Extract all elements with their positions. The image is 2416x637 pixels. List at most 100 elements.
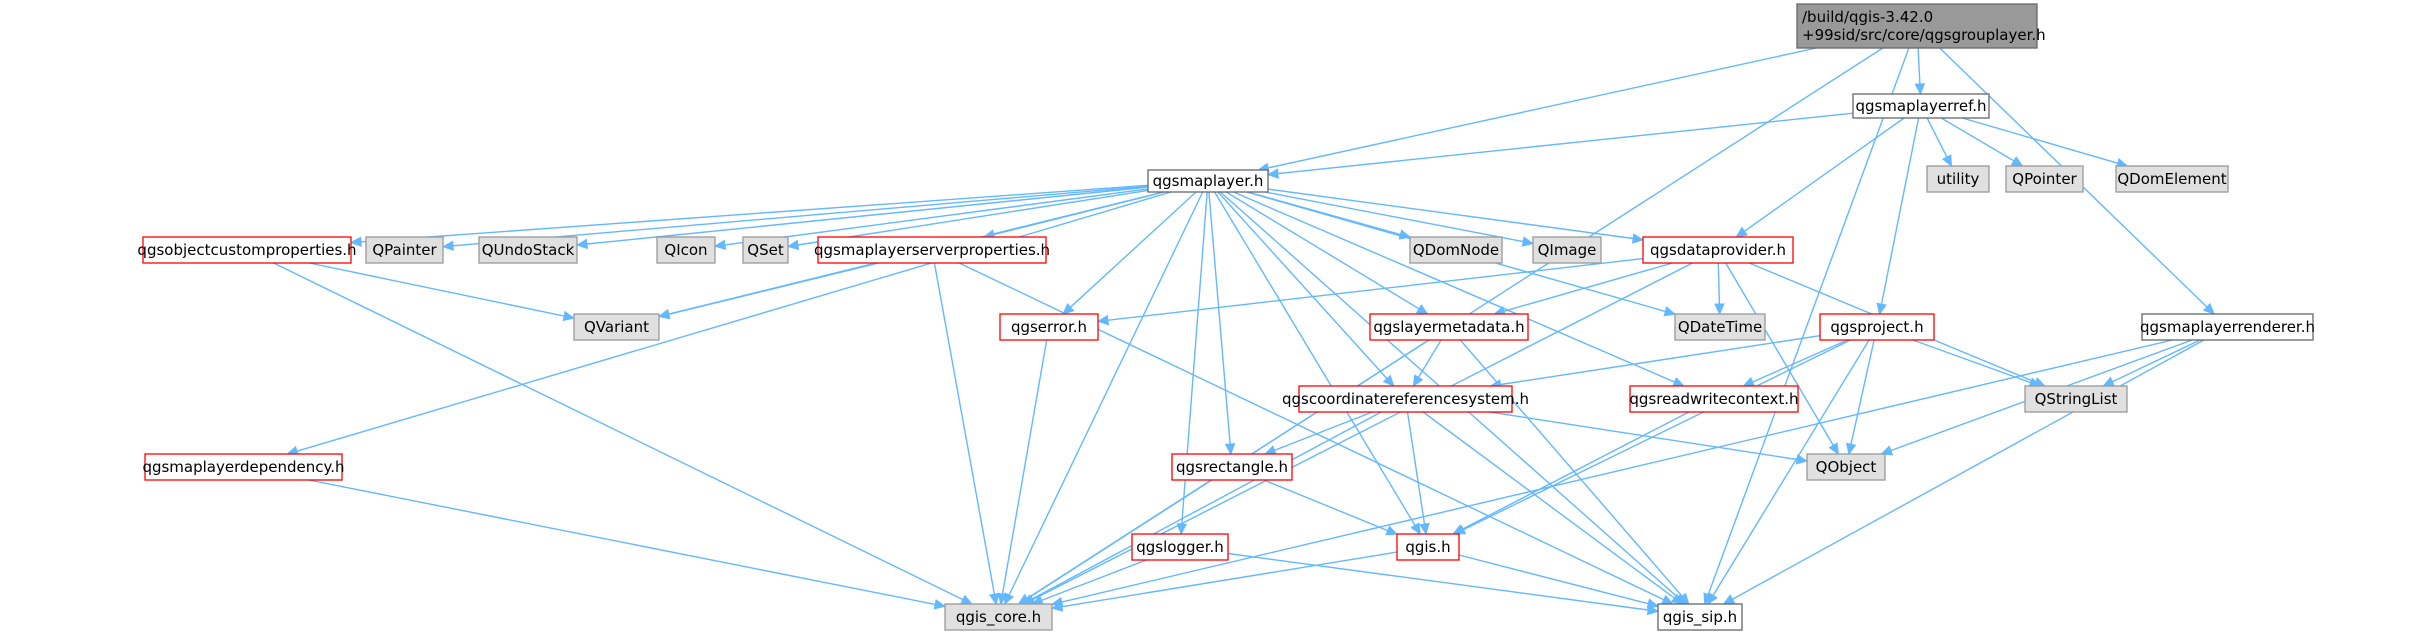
edge-line [1277, 112, 1854, 175]
node-label: qgis_core.h [956, 608, 1041, 627]
node-serverprops[interactable]: qgsmaplayerserverproperties.h [814, 236, 1050, 264]
node-project[interactable]: qgsproject.h [1819, 313, 1935, 341]
edge-rectangle-to-core [1017, 479, 1213, 605]
arrowhead [1050, 601, 1064, 612]
edge-line [1008, 191, 1204, 596]
node-box[interactable] [1657, 603, 1743, 631]
node-label: QDomNode [1413, 241, 1499, 259]
node-box [2115, 165, 2229, 193]
node-box[interactable] [1642, 236, 1794, 264]
arrowhead [1795, 454, 1809, 465]
node-maplayerref[interactable]: qgsmaplayerref.h [1852, 93, 1990, 119]
node-crs[interactable]: qgscoordinatereferencesystem.h [1282, 385, 1529, 413]
node-box [1926, 165, 1990, 193]
edge-root-to-maplayerref [1914, 47, 1926, 96]
edge-line [1725, 262, 1834, 446]
edge-line [1001, 339, 1048, 595]
nodes-layer: /build/qgis-3.42.0+99sid/src/core/qgsgro… [137, 3, 2315, 631]
node-objcustprops[interactable]: qgsobjectcustomproperties.h [137, 236, 357, 264]
node-qgis[interactable]: qgis.h [1396, 533, 1460, 561]
arrowhead [1661, 594, 1674, 605]
node-rwcontext[interactable]: qgsreadwritecontext.h [1629, 385, 1799, 413]
node-qicon: QIcon [656, 236, 716, 264]
edge-line [1217, 191, 1388, 380]
edge-dataprovider-to-qobject [1725, 262, 1839, 456]
edge-line [1962, 117, 2118, 164]
edge-maplayer-to-qgis [1214, 191, 1421, 536]
edge-line [724, 188, 1149, 246]
node-box[interactable] [1171, 453, 1293, 481]
edge-line [1917, 47, 1921, 85]
edge-serverprops-to-core [933, 262, 1000, 606]
node-box [573, 313, 660, 341]
node-box [2024, 385, 2128, 413]
node-box[interactable] [1819, 313, 1935, 341]
node-box[interactable] [817, 236, 1047, 264]
edge-line [1503, 262, 1673, 312]
edge-maplayer-to-qset [786, 189, 1149, 251]
node-root[interactable]: /build/qgis-3.42.0+99sid/src/core/qgsgro… [1796, 3, 2046, 49]
node-box[interactable] [1852, 93, 1990, 119]
node-box[interactable] [999, 313, 1099, 341]
node-layermeta[interactable]: qgslayermetadata.h [1369, 313, 1529, 341]
node-label: qgsmaplayerserverproperties.h [814, 241, 1050, 259]
node-label: qgis_sip.h [1663, 608, 1737, 627]
arrowhead [1521, 236, 1535, 247]
edge-objcustprops-to-qvariant [309, 262, 576, 322]
node-box[interactable] [1796, 3, 2038, 49]
edge-line [1031, 411, 1382, 600]
node-error[interactable]: qgserror.h [999, 313, 1099, 341]
arrowhead [1419, 522, 1430, 536]
arrowhead [997, 592, 1008, 606]
edge-maplayer-to-qpainter [441, 185, 1149, 252]
node-label: QStringList [2035, 390, 2118, 408]
node-sip[interactable]: qgis_sip.h [1657, 603, 1743, 631]
arrowhead [1742, 376, 1756, 387]
node-qobject: QObject [1806, 453, 1886, 481]
node-dependency[interactable]: qgsmaplayerdependency.h [142, 453, 345, 481]
node-box[interactable] [1396, 533, 1460, 561]
edge-line [1850, 339, 1875, 445]
node-logger[interactable]: qgslogger.h [1131, 533, 1229, 561]
node-box[interactable] [1298, 385, 1513, 413]
arrowhead [1415, 304, 1429, 315]
node-box [944, 603, 1053, 631]
node-maplayer[interactable]: qgsmaplayer.h [1147, 169, 1269, 193]
node-box[interactable] [142, 236, 352, 264]
node-dataprovider[interactable]: qgsdataprovider.h [1642, 236, 1794, 264]
arrowhead [562, 310, 576, 322]
node-box [1409, 236, 1503, 264]
node-label: qgsproject.h [1830, 318, 1923, 336]
node-label: QPointer [2012, 170, 2077, 188]
node-box[interactable] [1369, 313, 1529, 341]
edge-crs-to-qgis [1406, 411, 1430, 536]
node-qdomelement: QDomElement [2115, 165, 2229, 193]
arrowhead [960, 594, 973, 605]
edge-layermeta-to-crs [1412, 339, 1442, 388]
node-rectangle[interactable]: qgsrectangle.h [1171, 453, 1293, 481]
edge-crs-to-rectangle [1264, 411, 1373, 456]
node-label: QIcon [664, 241, 707, 259]
node-box[interactable] [2141, 313, 2314, 341]
edge-maplayer-to-dataprovider [1267, 188, 1645, 244]
node-box [478, 236, 578, 264]
edge-project-to-qstringlist [1912, 339, 2042, 388]
edge-maplayerref-to-qpointer [1940, 117, 2024, 167]
node-box[interactable] [1629, 385, 1799, 413]
node-box[interactable] [1131, 533, 1229, 561]
node-qimage: QImage [1532, 236, 1602, 264]
node-box[interactable] [1147, 169, 1269, 193]
node-renderer[interactable]: qgsmaplayerrenderer.h [2140, 313, 2315, 341]
node-utility: utility [1926, 165, 1990, 193]
edge-line [1041, 559, 1147, 602]
arrowhead [1672, 376, 1685, 387]
edge-line [1880, 117, 1920, 305]
node-label: QDateTime [1678, 318, 1762, 336]
edge-line [1070, 191, 1197, 308]
arrowhead [2102, 376, 2116, 387]
arrowhead [1914, 83, 1926, 96]
edge-line [1459, 339, 1683, 597]
edge-line [1417, 339, 1442, 378]
node-box[interactable] [144, 453, 343, 481]
arrowhead [786, 239, 800, 251]
